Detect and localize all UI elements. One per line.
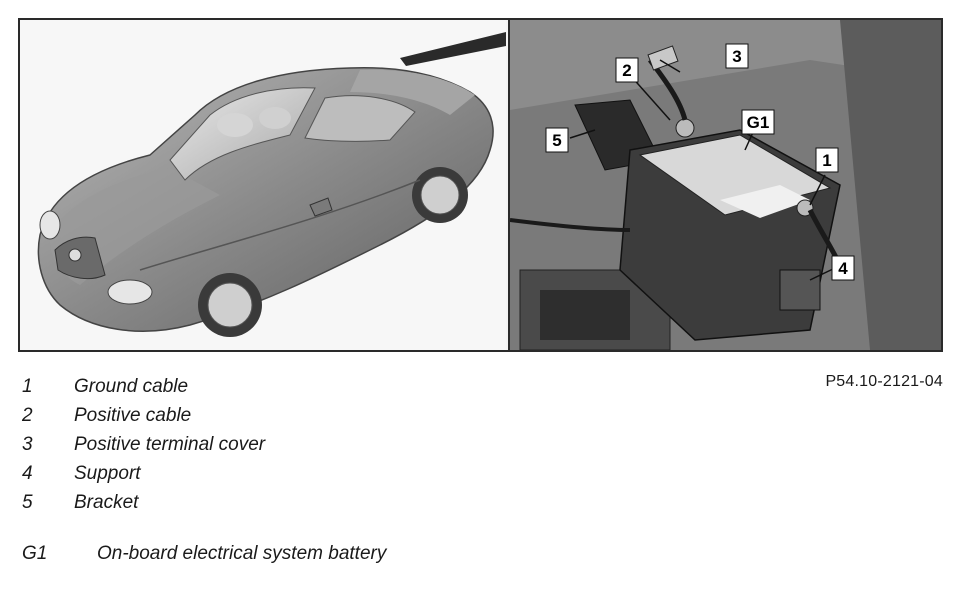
callout-box-1 (815, 147, 839, 173)
car-emblem (68, 248, 82, 262)
legend-list: 1 Ground cable 2 Positive cable 3 Positi… (22, 372, 265, 517)
callout-box-3 (725, 43, 749, 69)
legend-number: 3 (22, 433, 33, 455)
trunk-side (840, 20, 941, 350)
callout-box-2 (615, 57, 639, 83)
callout-2: 2 (622, 61, 631, 80)
component-legend: G1 On-board electrical system battery (22, 543, 386, 565)
battery-detail-panel: 3 2 G1 1 4 5 (508, 20, 941, 350)
component-code: G1 (22, 543, 48, 564)
callout-5: 5 (552, 131, 561, 150)
leader-5 (569, 129, 596, 139)
legend-number: 2 (22, 404, 33, 426)
legend-item: 5 Bracket (22, 488, 265, 517)
positive-terminal (675, 118, 695, 138)
car-seat-right (259, 107, 291, 129)
legend-number: 4 (22, 462, 33, 484)
legend-text: Bracket (74, 491, 139, 513)
callout-box-g1 (741, 109, 775, 135)
car-rear-rim (420, 175, 460, 215)
legend-item: 4 Support (22, 459, 265, 488)
figure-id: P54.10-2121-04 (825, 373, 943, 390)
legend-text: Positive cable (74, 404, 192, 426)
car-side-window (304, 95, 416, 142)
harness-shape (510, 218, 631, 232)
component-description: On-board electrical system battery (97, 543, 387, 564)
callout-3: 3 (732, 47, 741, 66)
legend-text: Ground cable (74, 375, 189, 397)
legend-item: 3 Positive terminal cover (22, 430, 265, 459)
legend-item: 1 Ground cable (22, 372, 265, 401)
terminal-cover-shape (647, 45, 679, 71)
leader-4 (809, 267, 836, 281)
legend-item: 2 Positive cable (22, 401, 265, 430)
figure-frame: 3 2 G1 1 4 5 (18, 18, 943, 352)
car-seat-left (217, 113, 253, 137)
callout-box-5 (545, 127, 569, 153)
leader-3 (659, 59, 681, 73)
car-headlight-left (39, 210, 61, 240)
callout-g1: G1 (747, 113, 770, 132)
legend-text: Support (74, 462, 141, 484)
legend-text: Positive terminal cover (74, 433, 266, 455)
callout-1: 1 (822, 151, 831, 170)
battery-label-white (720, 185, 810, 218)
tray-inner (540, 290, 630, 340)
support-shape (779, 269, 821, 311)
legend-number: 1 (22, 375, 33, 397)
car-illustration (37, 32, 506, 337)
legend-number: 5 (22, 491, 33, 513)
car-body-line (139, 179, 421, 271)
car-front-rim (207, 282, 253, 328)
callout-box-4 (831, 255, 855, 281)
car-mirror (309, 197, 333, 217)
car-illustration-panel (20, 20, 506, 350)
leader-wedge (400, 32, 506, 66)
battery-detail-photo: 3 2 G1 1 4 5 (510, 20, 941, 350)
car-headlight-right (107, 279, 153, 305)
leader-1 (809, 174, 826, 206)
car-trunk (350, 69, 475, 115)
callout-4: 4 (838, 259, 848, 278)
